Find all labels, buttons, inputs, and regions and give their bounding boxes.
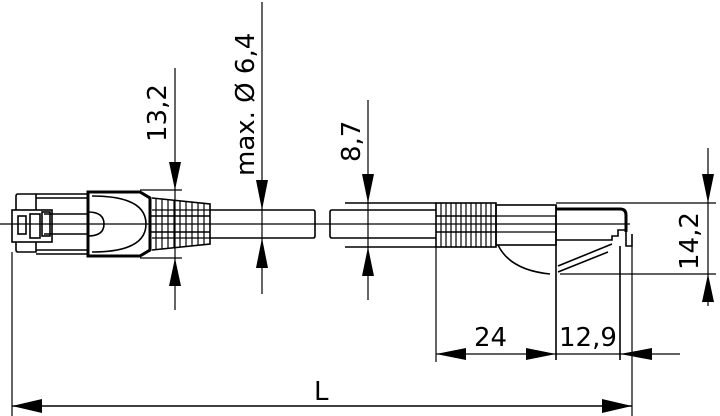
right-rj45-plug — [555, 205, 633, 360]
dim-label-14-2: 14,2 — [675, 212, 705, 270]
cable — [210, 202, 436, 248]
dimension-sleeve-height-8-7: 8,7 — [337, 100, 374, 300]
dim-label-12-9: 12,9 — [559, 323, 617, 353]
dim-label-8-7: 8,7 — [337, 121, 367, 162]
dimension-boot-length-24: 24 — [435, 247, 556, 362]
dimension-plug-height-14-2: 14,2 — [556, 148, 716, 306]
dimension-overall-length: L — [11, 246, 633, 416]
dim-label-13-2: 13,2 — [143, 84, 173, 142]
right-strain-relief-boot — [435, 202, 557, 275]
dim-label-max-diameter: max. Ø 6,4 — [231, 33, 261, 176]
dim-label-L: L — [314, 377, 329, 407]
left-strain-relief-boot — [149, 197, 211, 251]
dimension-boot-height-13-2: 13,2 — [140, 68, 182, 310]
dimension-cable-diameter: max. Ø 6,4 — [231, 2, 268, 294]
dim-label-24: 24 — [474, 323, 507, 353]
dimension-plug-length-12-9: 12,9 — [556, 323, 680, 360]
